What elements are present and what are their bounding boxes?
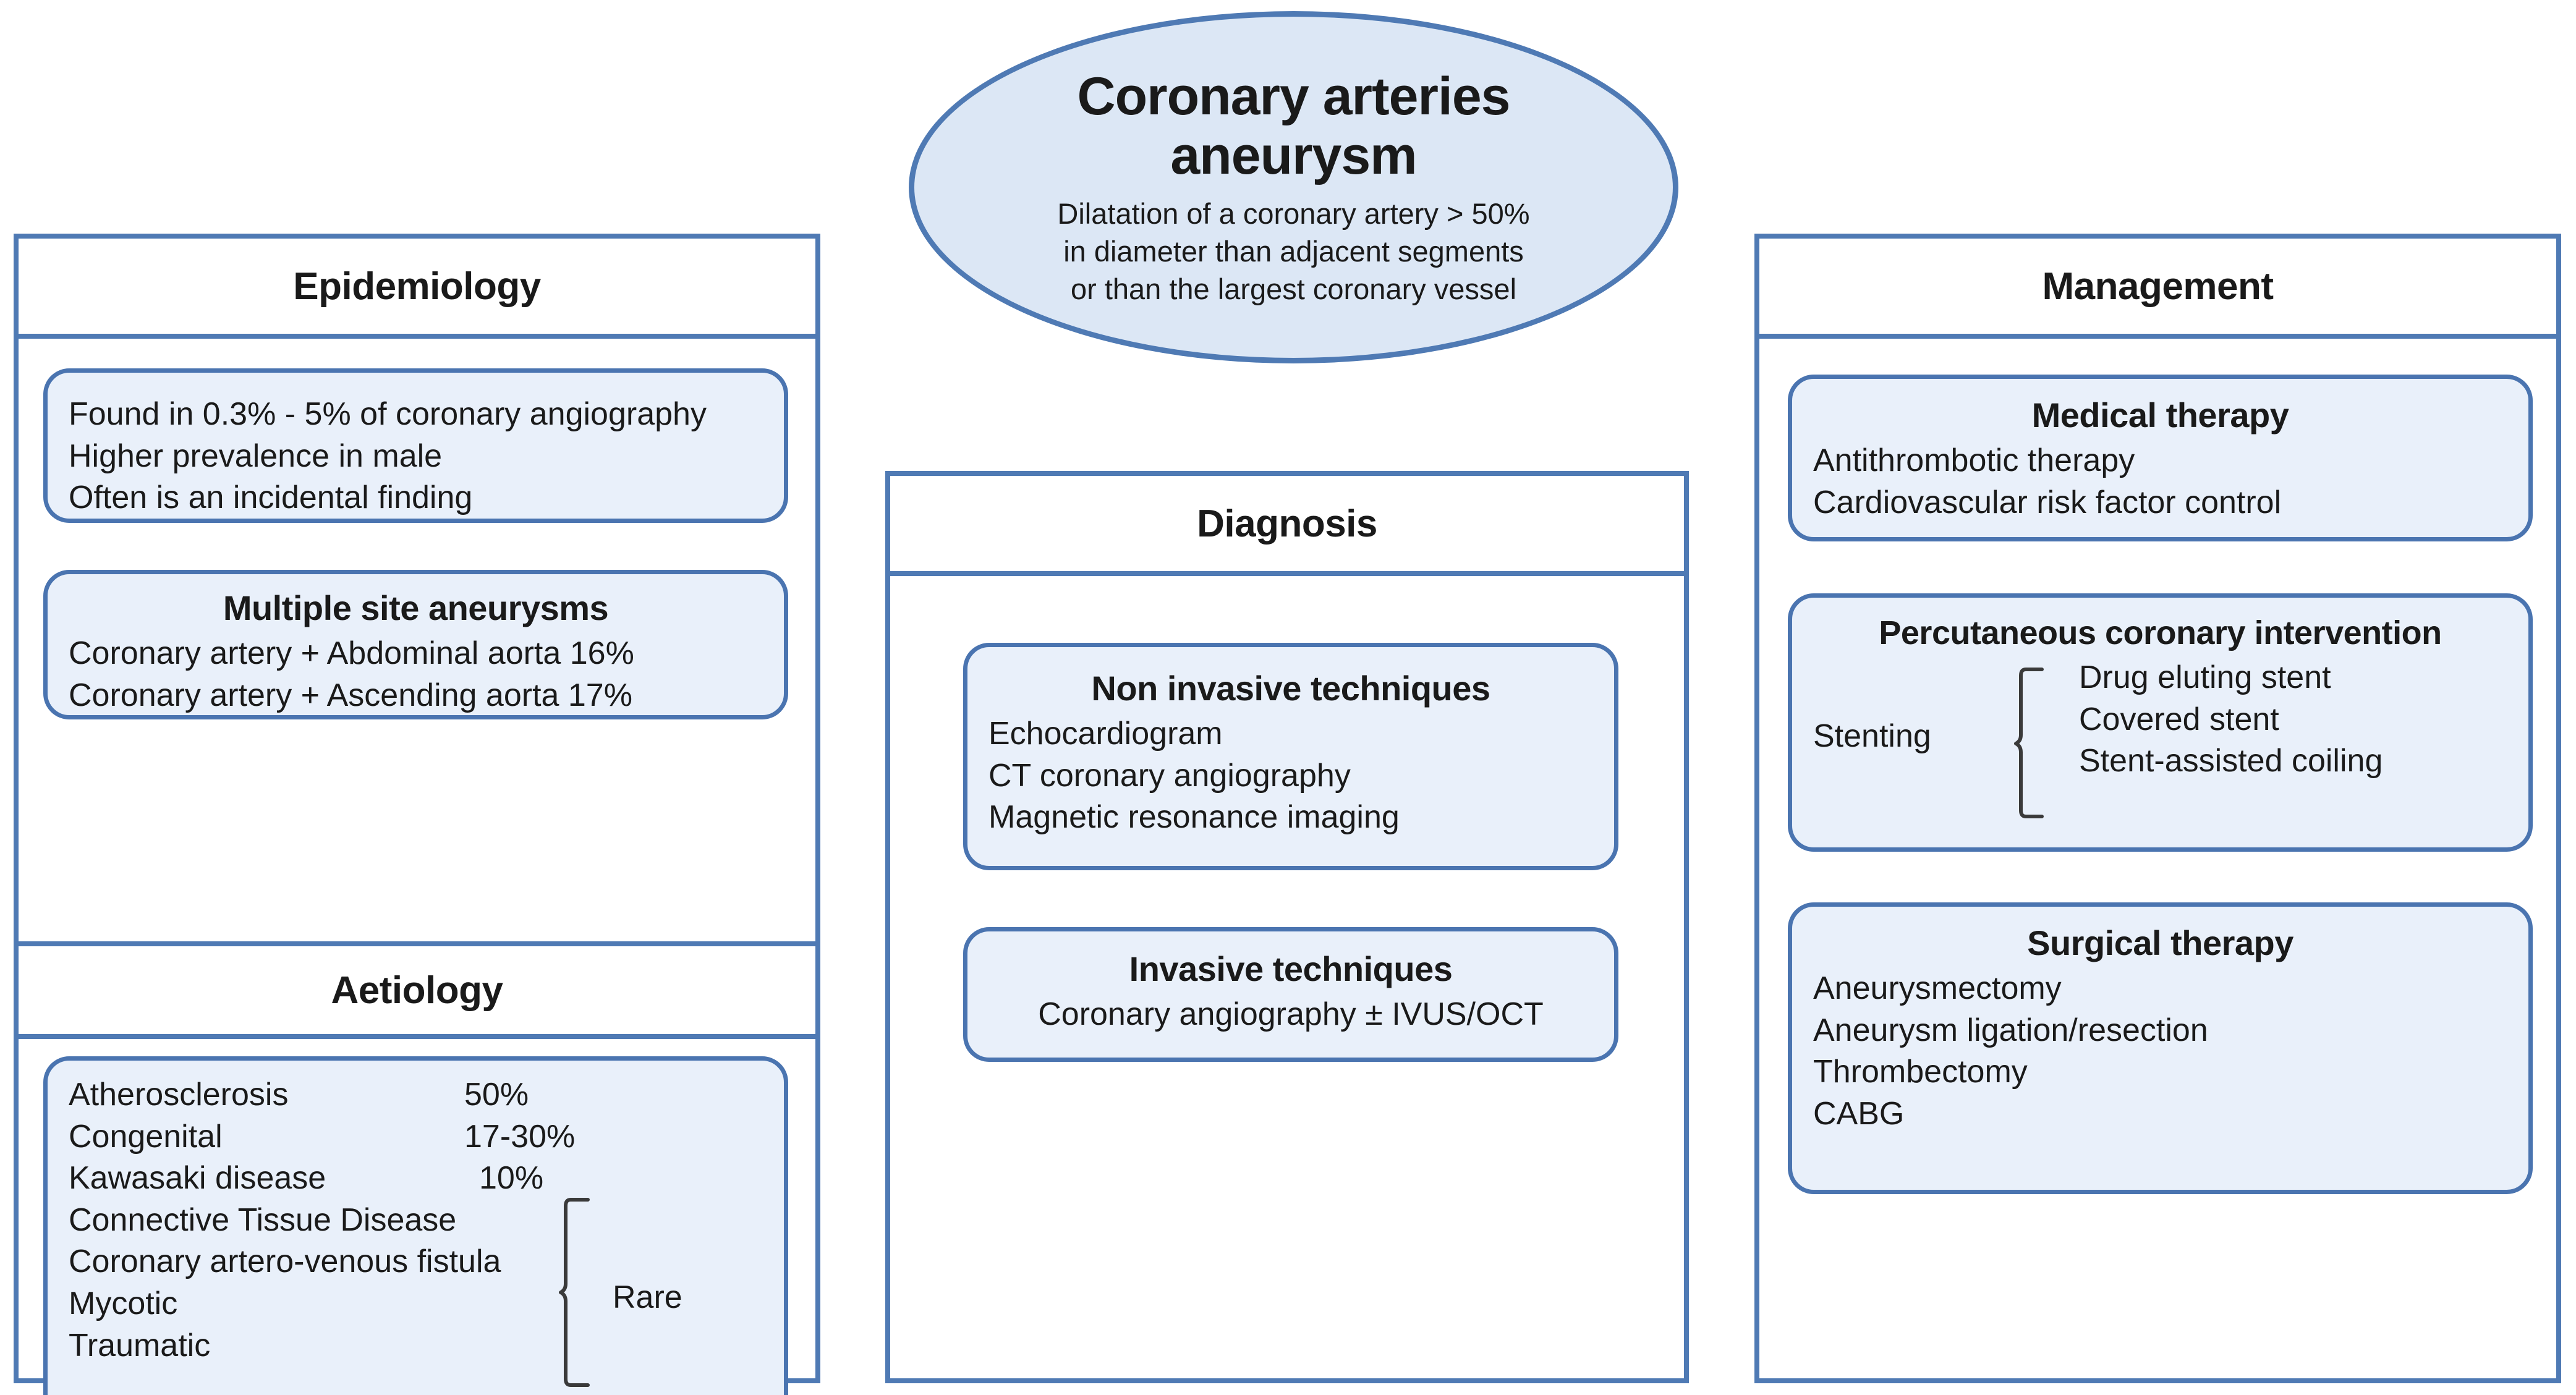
aetiology-value: 50% (464, 1077, 529, 1113)
panel-title-epidemiology: Epidemiology (293, 265, 541, 308)
aetiology-label: Atherosclerosis (69, 1077, 289, 1113)
diagnosis-body: Non invasive techniques Echocardiogram C… (890, 576, 1684, 1380)
aetiology-label: Kawasaki disease (69, 1160, 326, 1197)
aetiology-rare-item: Mycotic (69, 1285, 178, 1321)
pci-stent-options: Drug eluting stent Covered stent Stent-a… (2079, 657, 2383, 782)
hub-definition-line-1: Dilatation of a coronary artery > 50% (1057, 197, 1530, 230)
medical-therapy-item: Antithrombotic therapy (1813, 443, 2135, 478)
hub-definition-line-2: in diameter than adjacent segments (1063, 234, 1524, 268)
epidemiology-fact-3: Often is an incidental finding (69, 480, 473, 516)
aetiology-label: Congenital (69, 1118, 223, 1155)
surgical-therapy-item: CABG (1813, 1095, 1905, 1132)
panel-header-management: Management (1759, 239, 2556, 339)
multiple-site-line-1: Coronary artery + Abdominal aorta 16% (69, 635, 634, 671)
pci-stenting-label: Stenting (1813, 718, 1931, 754)
card-epidemiology-facts: Found in 0.3% - 5% of coronary angiograp… (43, 368, 788, 523)
card-invasive-techniques: Invasive techniques Coronary angiography… (963, 927, 1618, 1062)
aetiology-rare-item: Connective Tissue Disease (69, 1202, 457, 1238)
epidemiology-fact-1: Found in 0.3% - 5% of coronary angiograp… (69, 396, 707, 432)
hub-definition-line-3: or than the largest coronary vessel (1070, 272, 1517, 305)
pci-stent-option: Covered stent (2079, 701, 2279, 737)
card-percutaneous-coronary-intervention: Percutaneous coronary intervention Stent… (1788, 593, 2533, 852)
aetiology-rare-item: Coronary artero-venous fistula (69, 1244, 501, 1280)
panel-title-diagnosis: Diagnosis (1197, 502, 1377, 545)
multiple-site-line-2: Coronary artery + Ascending aorta 17% (69, 677, 632, 713)
aetiology-row: Kawasaki disease 10% (69, 1158, 763, 1200)
non-invasive-item: Magnetic resonance imaging (988, 799, 1400, 836)
medical-therapy-title: Medical therapy (2031, 396, 2289, 435)
aetiology-body: Atherosclerosis 50% Congenital 17-30% Ka… (19, 1039, 815, 1395)
stenting-brace-icon (2014, 668, 2044, 818)
epidemiology-body: Found in 0.3% - 5% of coronary angiograp… (19, 339, 815, 941)
aetiology-row: Atherosclerosis 50% (69, 1074, 763, 1116)
card-medical-therapy: Medical therapy Antithrombotic therapy C… (1788, 375, 2533, 541)
surgical-therapy-title: Surgical therapy (2027, 923, 2293, 962)
non-invasive-item: Echocardiogram (988, 716, 1223, 752)
invasive-item: Coronary angiography ± IVUS/OCT (1038, 996, 1544, 1032)
hub-title-line-1: Coronary arteries (1077, 67, 1511, 127)
hub-title: Coronary arteries aneurysm (1077, 67, 1511, 186)
medical-therapy-item: Cardiovascular risk factor control (1813, 484, 2282, 520)
pci-title: Percutaneous coronary intervention (1879, 614, 2442, 651)
surgical-therapy-item: Aneurysm ligation/resection (1813, 1012, 2208, 1048)
management-body: Medical therapy Antithrombotic therapy C… (1759, 339, 2556, 1383)
card-multiple-site-aneurysms: Multiple site aneurysms Coronary artery … (43, 570, 788, 719)
surgical-therapy-item: Thrombectomy (1813, 1054, 2028, 1090)
pci-stent-option: Stent-assisted coiling (2079, 743, 2383, 779)
aetiology-value: 10% (479, 1160, 544, 1197)
panel-header-epidemiology: Epidemiology (19, 239, 815, 339)
non-invasive-title: Non invasive techniques (1091, 669, 1490, 708)
panel-diagnosis: Diagnosis Non invasive techniques Echoca… (885, 471, 1689, 1383)
multiple-site-title: Multiple site aneurysms (223, 588, 609, 627)
panel-header-diagnosis: Diagnosis (890, 476, 1684, 576)
surgical-therapy-item: Aneurysmectomy (1813, 970, 2062, 1006)
pci-stent-option: Drug eluting stent (2079, 659, 2331, 695)
invasive-title: Invasive techniques (1129, 949, 1453, 988)
panel-epidemiology-aetiology: Epidemiology Found in 0.3% - 5% of coron… (14, 234, 820, 1395)
central-node-coronary-artery-aneurysm: Coronary arteries aneurysm Dilatation of… (909, 11, 1678, 363)
non-invasive-item: CT coronary angiography (988, 757, 1351, 794)
hub-title-line-2: aneurysm (1170, 126, 1417, 186)
rare-brace-icon (559, 1197, 590, 1387)
aetiology-rare-group: Connective Tissue Disease Coronary arter… (69, 1197, 763, 1387)
epidemiology-fact-2: Higher prevalence in male (69, 438, 443, 474)
panel-management: Management Medical therapy Antithromboti… (1754, 234, 2561, 1383)
card-aetiology-list: Atherosclerosis 50% Congenital 17-30% Ka… (43, 1056, 788, 1395)
pci-stenting-group: Stenting Drug eluting stent Covered sten… (1807, 657, 2514, 824)
aetiology-value: 17-30% (464, 1118, 576, 1155)
aetiology-rare-item: Traumatic (69, 1327, 211, 1363)
card-surgical-therapy: Surgical therapy Aneurysmectomy Aneurysm… (1788, 902, 2533, 1194)
aetiology-rare-label: Rare (613, 1279, 682, 1315)
card-non-invasive-techniques: Non invasive techniques Echocardiogram C… (963, 643, 1618, 870)
panel-header-aetiology: Aetiology (19, 941, 815, 1039)
panel-title-management: Management (2042, 265, 2274, 308)
panel-title-aetiology: Aetiology (331, 969, 503, 1012)
aetiology-row: Congenital 17-30% (69, 1116, 763, 1158)
